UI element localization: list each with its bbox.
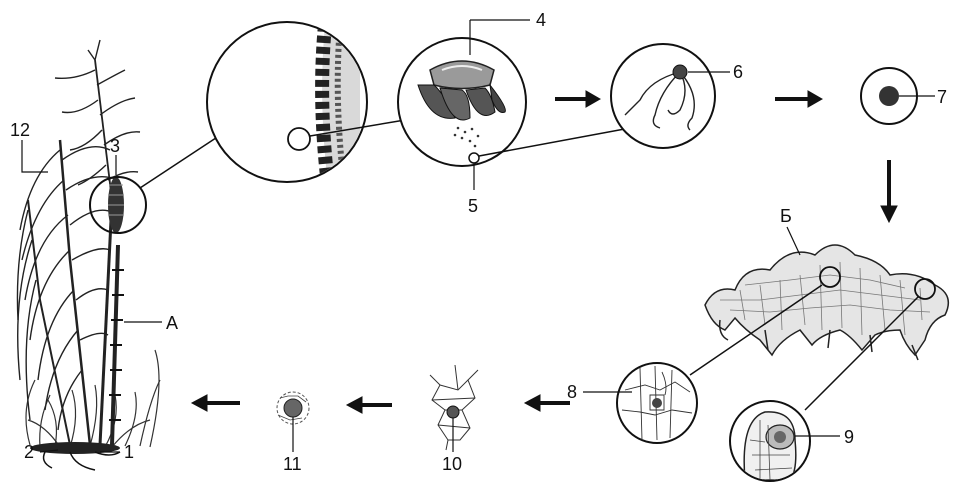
label-11: 11 bbox=[283, 454, 302, 474]
arrow-right-1 bbox=[555, 91, 600, 107]
arrow-left-1 bbox=[525, 395, 570, 411]
ground-grass bbox=[26, 350, 160, 447]
whorled-branches bbox=[17, 40, 140, 430]
sporangiophore-circle bbox=[398, 20, 630, 190]
stems bbox=[28, 60, 118, 445]
rhizome-roots bbox=[30, 442, 120, 470]
label-5: 5 bbox=[468, 196, 478, 216]
arrow-down bbox=[881, 160, 897, 222]
arrow-left-2 bbox=[347, 397, 392, 413]
gametophyte-prothallus bbox=[690, 227, 948, 410]
arrow-right-2 bbox=[775, 91, 822, 107]
embryo-10 bbox=[430, 365, 478, 452]
sporangiophore-detail-circle bbox=[288, 128, 310, 150]
label-4: 4 bbox=[536, 10, 546, 30]
label-A: А bbox=[166, 313, 178, 333]
label-12: 12 bbox=[10, 120, 30, 140]
spore-highlight-circle bbox=[469, 153, 479, 163]
spore-elaters-circle bbox=[611, 44, 730, 148]
young-sporophyte-11 bbox=[277, 392, 309, 452]
label-B: Б bbox=[780, 206, 792, 226]
label-7: 7 bbox=[937, 87, 947, 107]
circle-9-cells bbox=[730, 401, 840, 481]
label-2: 2 bbox=[24, 442, 34, 462]
label-8: 8 bbox=[567, 382, 577, 402]
label-6: 6 bbox=[733, 62, 743, 82]
label-1: 1 bbox=[124, 442, 134, 462]
arrow-left-3 bbox=[192, 395, 240, 411]
label-9: 9 bbox=[844, 427, 854, 447]
strobilus-cone bbox=[108, 177, 124, 233]
horsetail-sporophyte-plant bbox=[17, 40, 160, 470]
spore-7 bbox=[861, 68, 935, 124]
label-10: 10 bbox=[442, 454, 462, 474]
enlarged-strobilus-circle bbox=[207, 22, 405, 185]
label-3: 3 bbox=[110, 136, 120, 156]
circle-8-cells bbox=[583, 363, 697, 443]
